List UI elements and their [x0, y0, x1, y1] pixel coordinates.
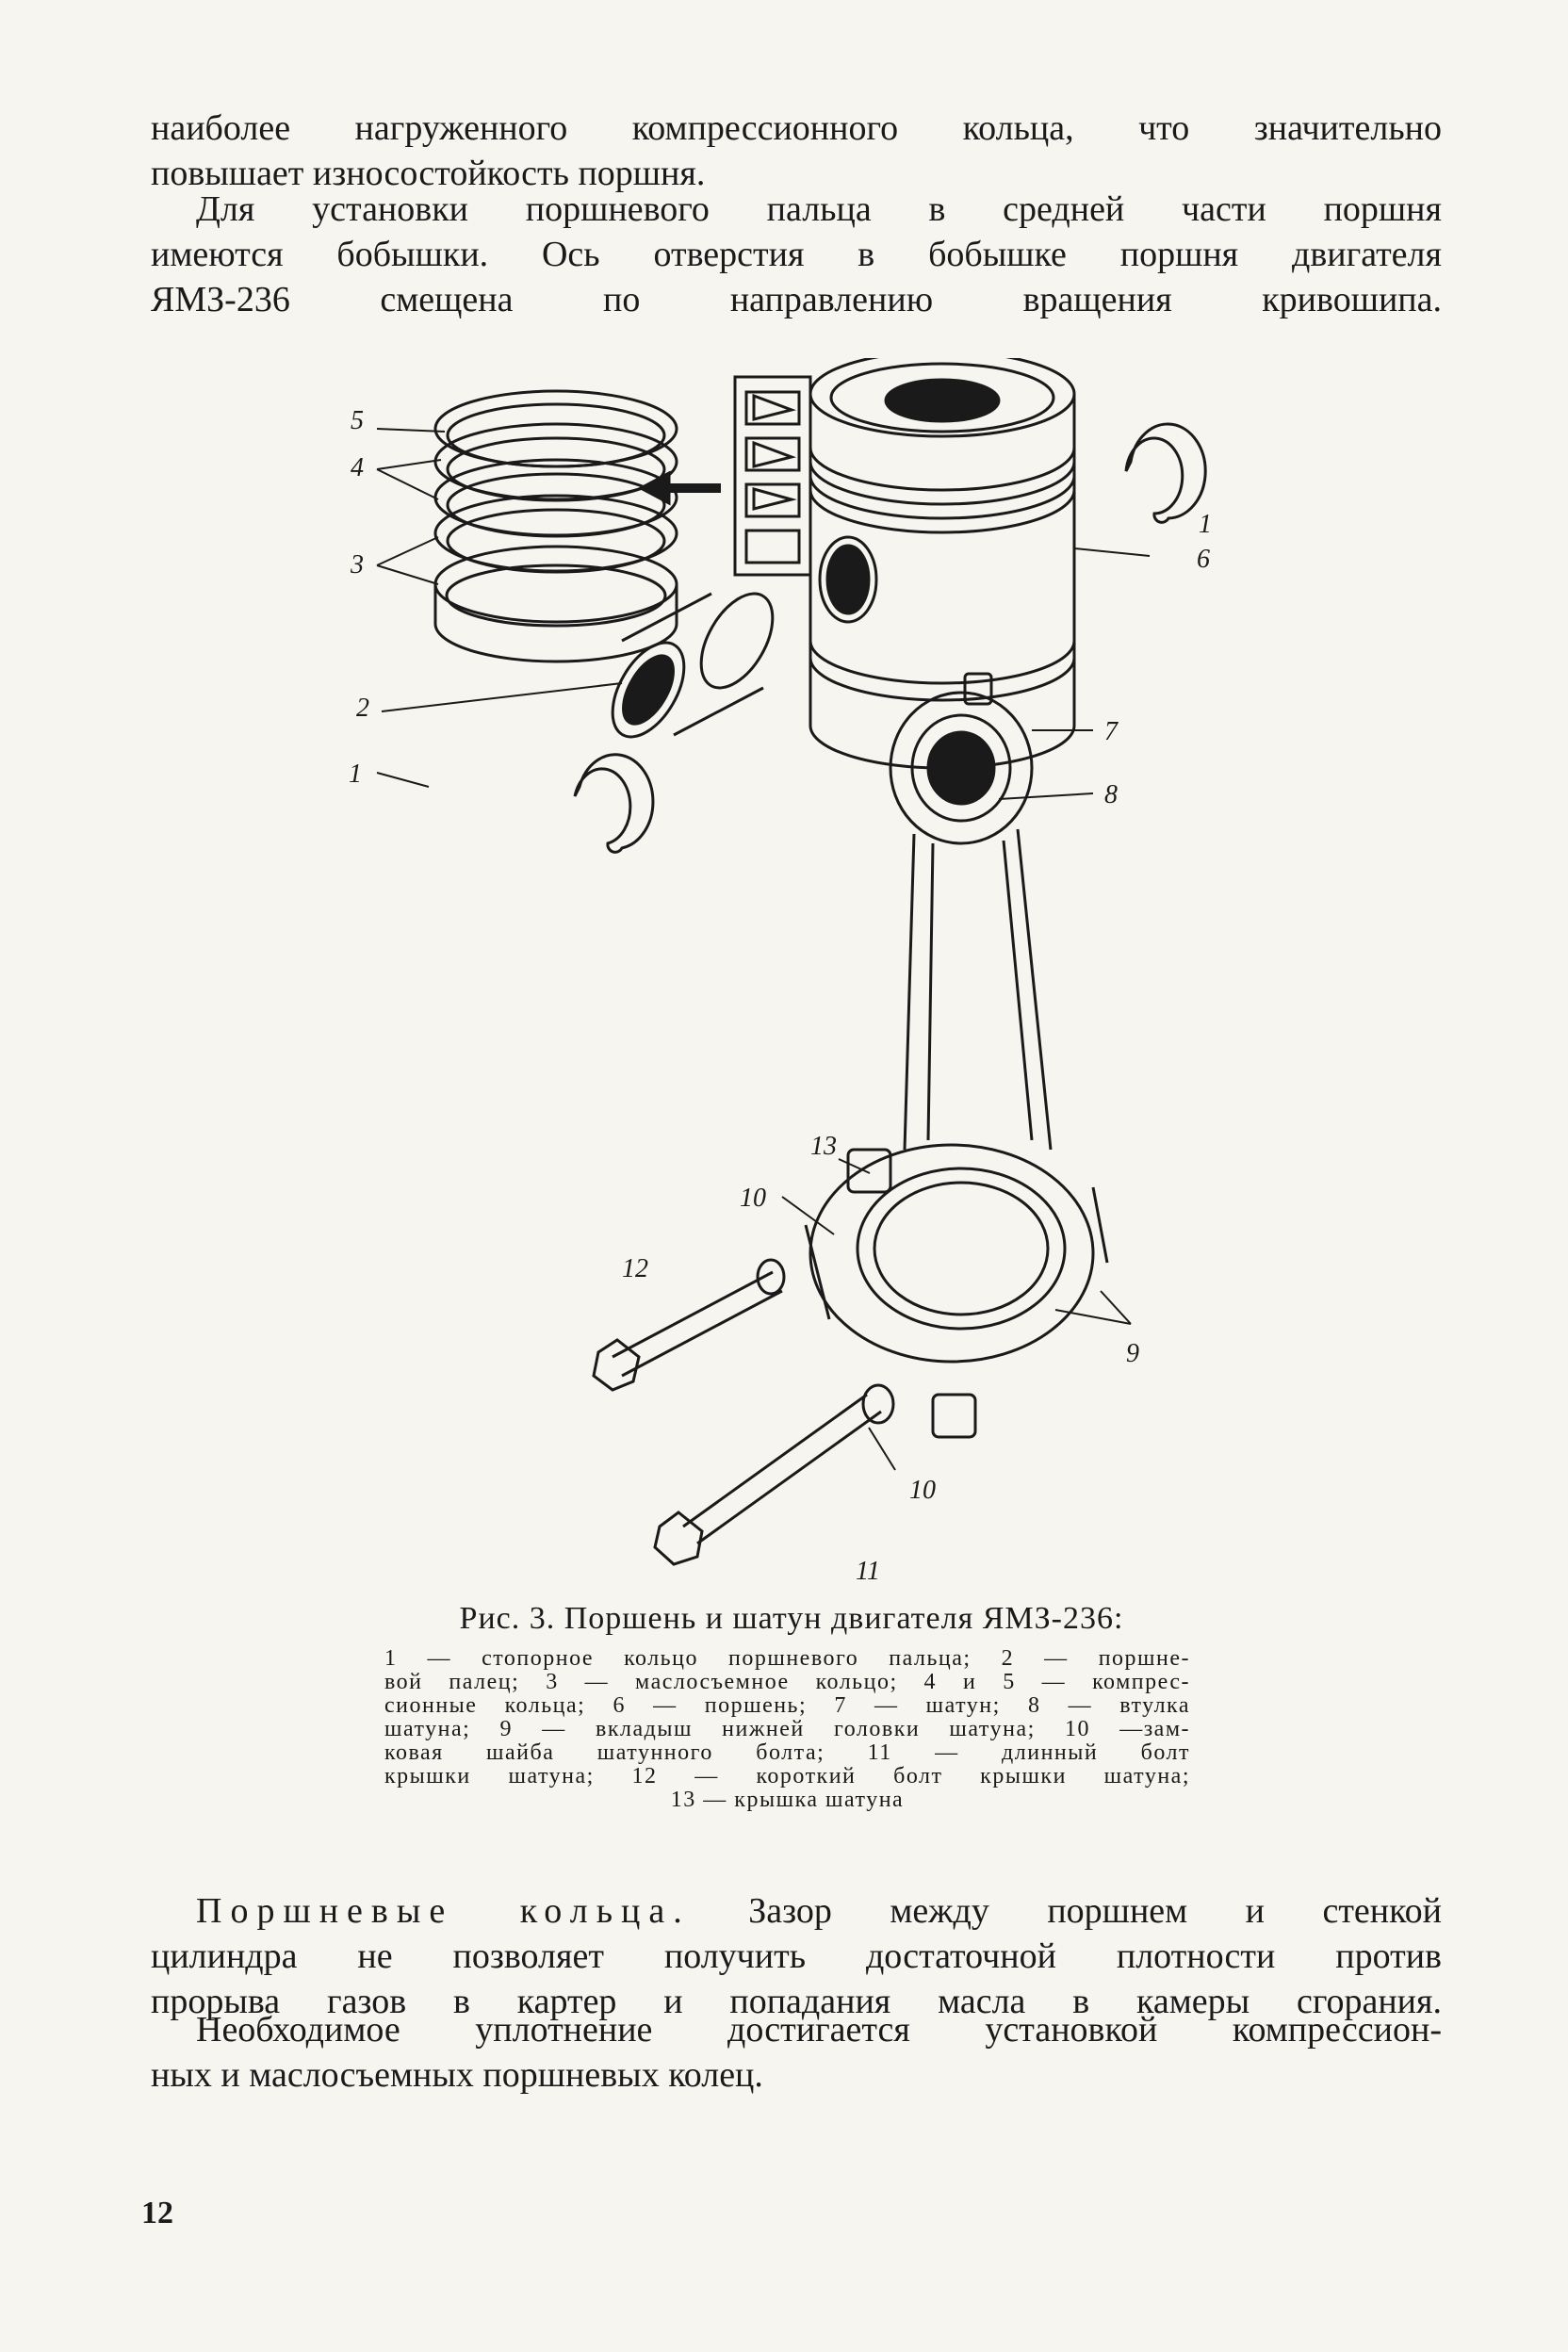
text-line: имеются бобышки. Ось отверстия в бобышке… — [151, 235, 1442, 274]
text-line: ЯМЗ-236 смещена по направлению вращения … — [151, 280, 1442, 319]
piston-illustration — [808, 350, 1076, 770]
text-line: прорыва газов в картер и попадания масла… — [151, 1982, 1442, 2021]
label-13: 13 — [810, 1132, 837, 1161]
text-line: Необходимое уплотнение достигается устан… — [196, 2010, 1442, 2050]
legend-line: шатуна; 9 — вкладыш нижней головки шатун… — [384, 1717, 1190, 1741]
text-line: Для установки поршневого пальца в средне… — [196, 189, 1442, 229]
text-line: Зазор между поршнем и стенкой — [748, 1891, 1443, 1931]
label-11: 11 — [856, 1557, 880, 1586]
text-line: ных и маслосъемных поршневых колец. — [151, 2055, 763, 2095]
legend-line: 13 — крышка шатуна — [670, 1788, 905, 1812]
piston-rod-drawing: 5 4 3 2 1 1 6 7 8 13 10 12 9 10 11 — [349, 350, 1212, 1586]
short-bolt-illustration — [592, 1270, 783, 1392]
connecting-rod-illustration — [804, 672, 1109, 1439]
text-line: повышает износостойкость поршня. — [151, 154, 706, 193]
long-bolt-illustration — [653, 1258, 895, 1566]
section-heading: Поршневые кольца. — [196, 1891, 691, 1931]
label-6: 6 — [1197, 545, 1210, 574]
figure-caption-legend: 1 — стопорное кольцо поршневого пальца; … — [384, 1647, 1190, 1812]
label-1-right: 1 — [1199, 510, 1212, 539]
piston-rod-figure: 5 4 3 2 1 1 6 7 8 13 10 12 9 10 11 — [339, 350, 1263, 1602]
text-line: цилиндра не позволяет получить достаточн… — [151, 1936, 1442, 1976]
label-1-left: 1 — [349, 760, 362, 789]
piston-pin-illustration — [611, 592, 775, 739]
ring-profile-illustration — [733, 375, 812, 577]
legend-line: ковая шайба шатунного болта; 11 — длинны… — [384, 1740, 1190, 1765]
paragraph-3: Поршневые кольца. Зазор между поршнем и … — [151, 1888, 1442, 2024]
label-9: 9 — [1126, 1339, 1139, 1368]
figure-caption-title: Рис. 3. Поршень и шатун двигателя ЯМЗ-23… — [459, 1601, 1124, 1636]
paragraph-2: Для установки поршневого пальца в средне… — [151, 187, 1442, 322]
text-line: наиболее нагруженного компрессионного ко… — [151, 108, 1442, 148]
label-10-top: 10 — [740, 1184, 766, 1213]
label-12: 12 — [622, 1254, 648, 1283]
paragraph-1: наиболее нагруженного компрессионного ко… — [151, 106, 1442, 196]
label-4: 4 — [351, 453, 364, 482]
paragraph-4: Необходимое уплотнение достигается устан… — [151, 2007, 1442, 2098]
label-10-bottom: 10 — [909, 1476, 936, 1505]
legend-line: 1 — стопорное кольцо поршневого пальца; … — [384, 1646, 1190, 1671]
page-number: 12 — [141, 2196, 173, 2230]
legend-line: вой палец; 3 — маслосъемное кольцо; 4 и … — [384, 1670, 1190, 1694]
label-5: 5 — [351, 406, 364, 435]
label-8: 8 — [1104, 780, 1118, 809]
label-2: 2 — [356, 694, 369, 723]
legend-line: крышки шатуна; 12 — короткий болт крышки… — [384, 1764, 1190, 1788]
label-7: 7 — [1104, 717, 1119, 746]
legend-line: сионные кольца; 6 — поршень; 7 — шатун; … — [384, 1693, 1190, 1718]
label-3: 3 — [350, 550, 364, 580]
piston-rings-illustration — [433, 389, 678, 663]
